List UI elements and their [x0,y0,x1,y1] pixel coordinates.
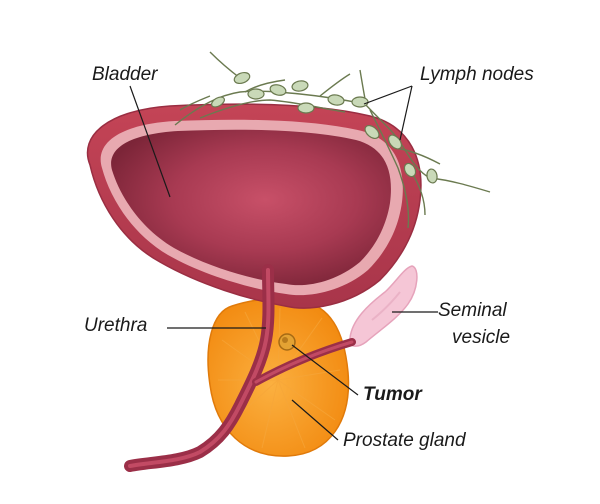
leader-lymph-1 [363,85,413,105]
tumor [278,333,296,351]
label-lymph-nodes: Lymph nodes [420,64,534,85]
bladder [86,103,422,309]
label-bladder: Bladder [92,64,158,85]
label-prostate-gland: Prostate gland [343,430,466,451]
leader-prostate [291,399,339,441]
leader-lymph-2 [399,85,413,141]
label-seminal-vesicle-line2: vesicle [452,327,511,348]
urethra [124,264,356,472]
leader-bladder [129,85,171,198]
label-urethra: Urethra [84,315,148,336]
leader-lines [129,85,438,441]
leader-tumor [291,344,359,396]
seminal-vesicle [349,265,418,347]
lymph-nodes [211,71,438,184]
label-tumor: Tumor [363,384,422,405]
label-seminal-vesicle-line1: Seminal [438,300,507,321]
